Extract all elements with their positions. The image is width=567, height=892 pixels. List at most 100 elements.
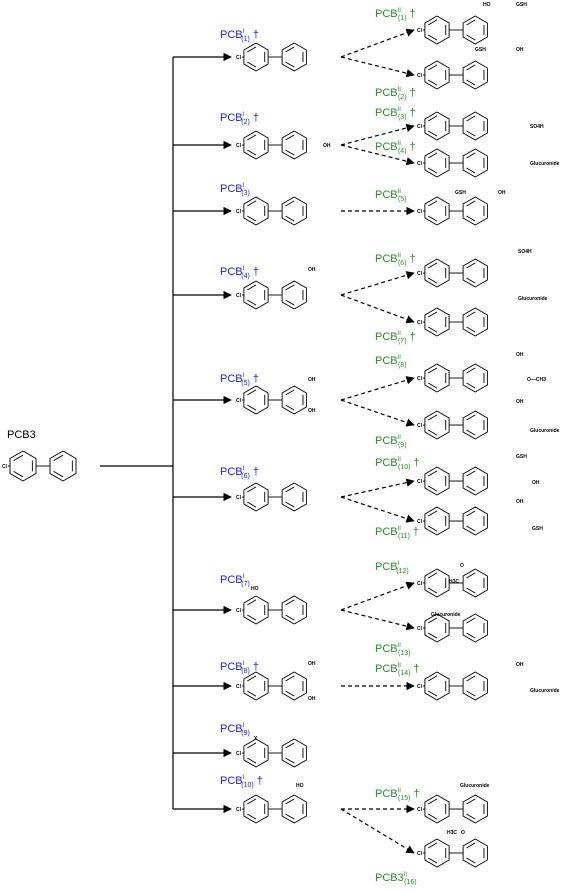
phase2-arrow [340,123,415,146]
benzene-ring [424,466,450,496]
phase1-label-3: PCBI(3) [220,183,250,197]
benzene-ring [424,838,450,868]
substituent-label: HO [296,783,304,789]
chlorine-atom: Cl [417,626,423,632]
benzene-ring [462,410,488,440]
phase1-label-9: PCBI(9) [220,723,250,737]
phase2-arrow [340,56,415,78]
phase1-structure-1: Cl [236,42,307,72]
phase1-label-8: PCBI(8)† [220,661,259,675]
chlorine-atom: Cl [417,581,423,587]
phase2-label-8: PCBII(8) [375,355,407,369]
benzene-ring [424,363,450,393]
benzene-ring [462,613,488,643]
benzene-ring [424,613,450,643]
benzene-ring [424,148,450,178]
substituent-label: Glucuronide [518,296,548,302]
substituent-label: HO [251,586,259,592]
benzene-ring [243,482,269,512]
phase1-structure-9: ClX [236,736,307,768]
chlorine-atom: Cl [236,398,242,404]
phase1-structure-6: Cl [236,482,307,512]
benzene-ring [424,196,450,226]
substituent-label: O—CH3 [527,377,546,383]
benzene-ring [424,410,450,440]
phase2-label-6: PCBII(6)† [375,253,416,267]
benzene-ring [424,568,450,598]
benzene-ring [462,258,488,288]
benzene-ring [281,196,307,226]
benzene-ring [462,794,488,824]
chlorine-atom: Cl [236,608,242,614]
substituent-label: Glucuronide [530,688,560,694]
substituent-label: GSH [516,2,527,8]
substituent-label: OH [516,499,524,505]
benzene-ring [281,385,307,415]
phase2-arrow [340,808,415,854]
chlorine-atom: Cl [417,28,423,34]
phase1-label-6: PCBI(6)† [220,466,259,480]
phase1-label-10: PCBI(10)† [220,775,263,789]
benzene-ring [49,450,77,482]
benzene-ring [424,671,450,701]
phase1-label-7: PCBI(7) [220,574,250,588]
benzene-ring [424,15,450,45]
benzene-ring [462,838,488,868]
benzene-ring [281,42,307,72]
benzene-ring [462,111,488,141]
phase2-arrow [340,294,415,324]
benzene-ring [281,671,307,701]
chlorine-atom: Cl [417,376,423,382]
phase2-arrow [340,609,415,631]
substituent-label: Glucuronide [460,783,490,789]
substituent-label: OH [516,662,524,668]
phase2-label-14: PCBII(14)† [375,663,420,677]
chlorine-atom: Cl [417,320,423,326]
benzene-ring [281,738,307,768]
phase2-label-1: PCBII(1)† [375,8,416,22]
substituent-label: Glucuronide [530,161,560,167]
phase2-label-11: PCBII(11)† [375,526,419,540]
metabolite-labels: PCB3 PCBI(1)†PCBI(2)†PCBI(3)PCBI(4)†PCBI… [7,8,420,886]
substituent-label: OH [308,661,316,667]
parent-compound-label: PCB3 [7,429,36,441]
substituent-label: GSH [516,454,527,460]
substituent-label: OH [308,696,316,702]
benzene-ring [462,466,488,496]
benzene-ring [243,196,269,226]
phase2-label-15: PCBII(15)† [375,788,420,802]
phase2-label-3: PCBII(3)† [375,107,416,121]
chlorine-atom: Cl [417,161,423,167]
phase2-label-10: PCBII(10)† [375,457,420,471]
benzene-ring [424,307,450,337]
benzene-ring [424,794,450,824]
chlorine-atom: Cl [417,807,423,813]
substituent-label: Glucuronide [530,428,560,434]
chlorine-atom: Cl [417,209,423,215]
benzene-ring [462,506,488,536]
substituent-label: GSH [455,190,466,196]
benzene-ring [281,280,307,310]
benzene-ring [424,258,450,288]
substituent-label: OH [516,399,524,405]
phase2-structure-9: Cl OH Glucuronide [417,399,560,440]
pcb3-structure: Cl [2,450,77,482]
phase2-arrow [340,144,415,166]
chlorine-atom: Cl [417,423,423,429]
substituent-label: SO4H [530,124,544,130]
benzene-ring [462,307,488,337]
phase2-label-7: PCBII(7)† [375,331,416,345]
substituent-label: OH [308,377,316,383]
benzene-ring [424,506,450,536]
chlorine-atom: Cl [417,851,423,857]
